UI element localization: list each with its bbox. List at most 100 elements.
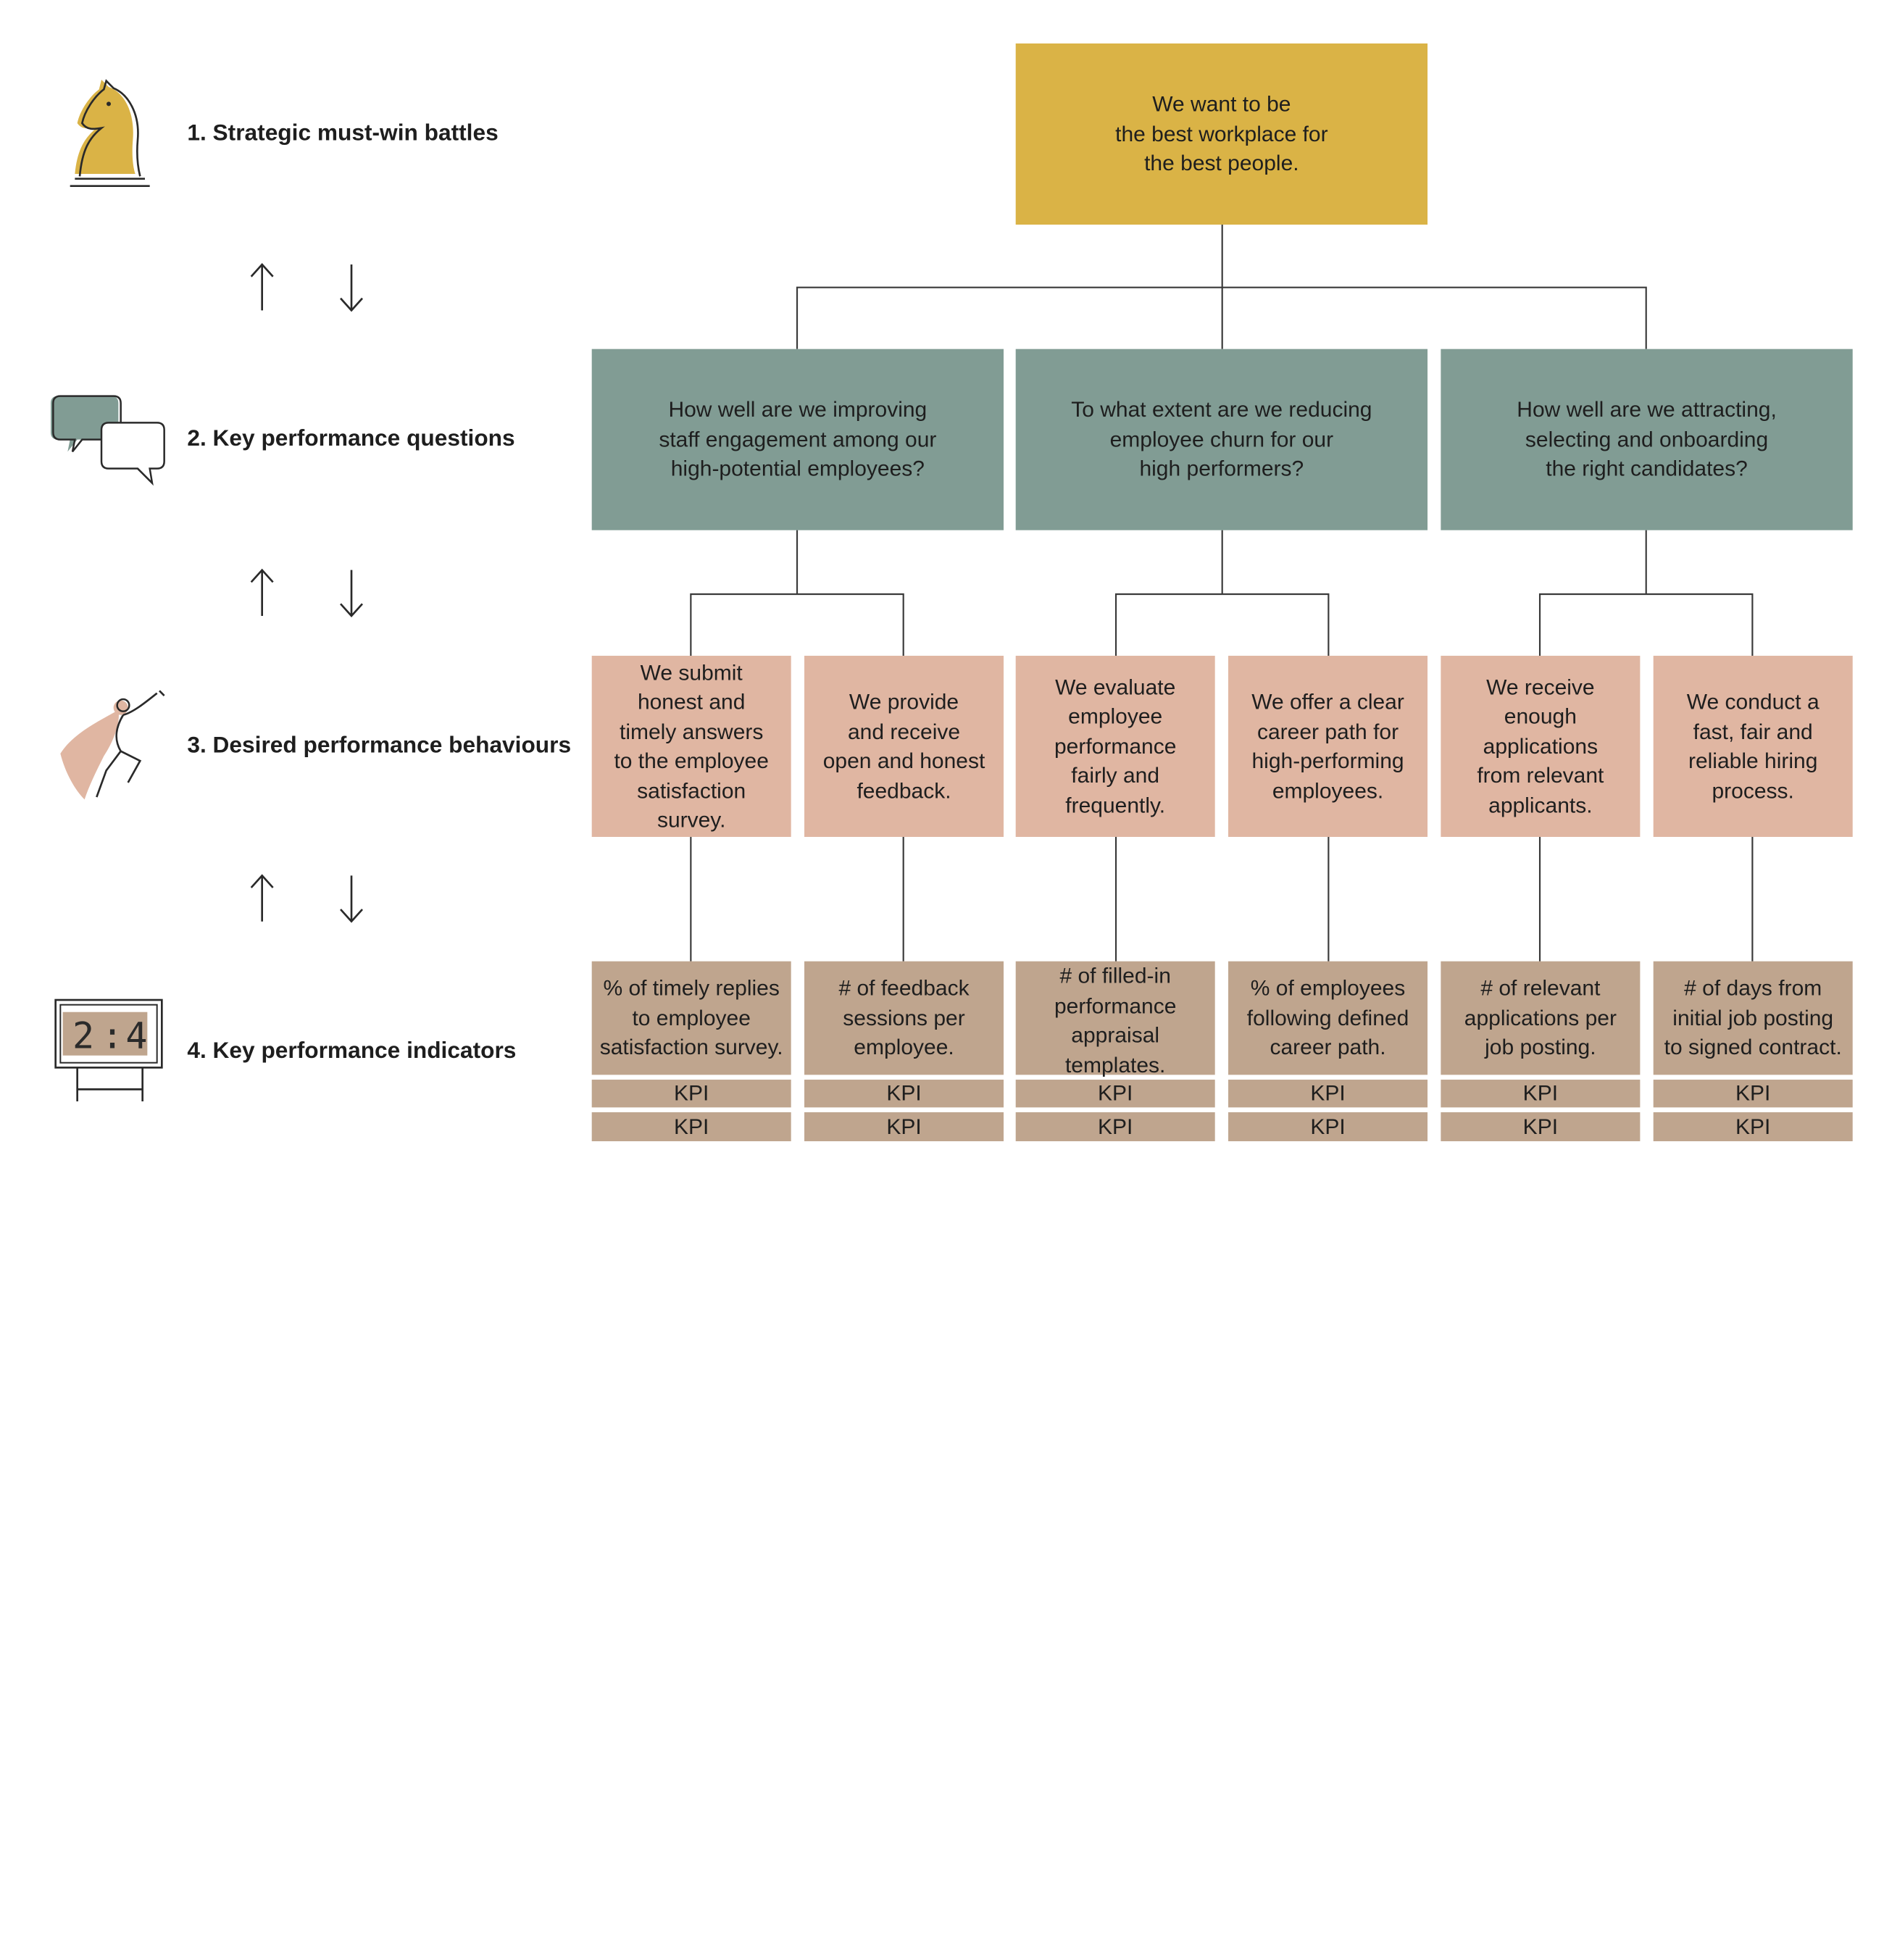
indicator-line: % of timely replies [603, 976, 780, 1001]
up-arrow-icon [250, 874, 274, 922]
kpi-cell: KPI [1015, 1112, 1215, 1142]
level-1-label: 1. Strategic must-win battles [187, 120, 499, 146]
behaviour-line: career path for [1256, 719, 1399, 743]
level-4-label: 4. Key performance indicators [187, 1038, 517, 1064]
question-line: How well are we attracting, [1517, 397, 1777, 422]
indicator-box: % of timely replies to employee satisfac… [591, 961, 791, 1075]
question-line: How well are we improving [668, 397, 928, 422]
goal-line: the best people. [1144, 151, 1299, 176]
indicator-line: applications per [1464, 1005, 1617, 1030]
indicator-line: job posting. [1485, 1035, 1596, 1060]
behaviour-line: applicants. [1488, 793, 1593, 817]
behaviour-line: employee [1068, 704, 1163, 729]
behaviour-line: to the employee [614, 748, 769, 773]
chess-knight-icon [49, 75, 170, 196]
behaviour-line: open and honest [822, 748, 985, 773]
goal-line: We want to be [1152, 92, 1291, 117]
kpi-cell: KPI [1653, 1112, 1853, 1142]
kpi-framework-diagram: 1. Strategic must-win battles 2. Key per… [49, 43, 1853, 1142]
arrows-1-2 [241, 259, 374, 317]
question-line: high-potential employees? [670, 456, 925, 481]
indicator-line: # of relevant [1480, 976, 1601, 1001]
kpi-cell: KPI [591, 1112, 791, 1142]
level-2-label: 2. Key performance questions [187, 426, 515, 452]
question-line: high performers? [1139, 456, 1304, 481]
question-box: To what extent are we reducing employee … [1015, 349, 1428, 530]
behaviour-line: fairly and [1071, 763, 1160, 788]
up-arrow-icon [250, 568, 274, 617]
kpi-cell: KPI [804, 1112, 1004, 1142]
kpi-cell: KPI [804, 1080, 1004, 1108]
behaviour-line: timely answers [619, 719, 764, 743]
arrows-2-3 [241, 565, 374, 623]
indicator-line: appraisal [1071, 1022, 1160, 1048]
question-line: To what extent are we reducing [1071, 397, 1372, 422]
behaviour-line: satisfaction [637, 778, 746, 803]
indicator-box: # of feedback sessions per employee. [804, 961, 1004, 1075]
behaviour-line: from relevant [1477, 763, 1604, 788]
scoreboard-right: 4 [125, 1015, 147, 1057]
indicator-line: % of employees [1250, 976, 1406, 1001]
behaviour-line: We provide [849, 689, 959, 714]
kpi-cell: KPI [1228, 1080, 1428, 1108]
behaviour-line: and receive [847, 719, 961, 743]
speech-bubbles-icon [49, 386, 170, 507]
indicator-line: career path. [1270, 1035, 1386, 1060]
indicator-line: sessions per [843, 1005, 965, 1030]
indicator-line: templates. [1064, 1052, 1166, 1077]
question-line: selecting and onboarding [1525, 427, 1769, 451]
indicator-line: to signed contract. [1664, 1035, 1842, 1060]
indicator-box: % of employees following defined career … [1228, 961, 1428, 1075]
behaviour-line: process. [1712, 778, 1794, 803]
behaviour-line: honest and [637, 689, 746, 714]
indicator-box: # of days from initial job posting to si… [1653, 961, 1853, 1075]
goal-box: We want to be the best workplace for the… [1015, 43, 1428, 225]
scoreboard-left: 2 [72, 1015, 94, 1057]
behaviour-line: fast, fair and [1693, 719, 1813, 743]
indicator-line: employee. [854, 1035, 954, 1060]
behaviour-box: We provide and receive open and honest f… [804, 656, 1004, 838]
kpi-cell: KPI [1441, 1112, 1641, 1142]
level-3-label: 3. Desired performance behaviours [187, 733, 572, 759]
indicator-line: initial job posting [1672, 1005, 1834, 1030]
behaviour-line: frequently. [1065, 793, 1166, 817]
scoreboard-icon: 2 : 4 [49, 993, 170, 1114]
indicator-line: performance [1054, 993, 1177, 1018]
kpi-cell: KPI [591, 1080, 791, 1108]
behaviour-box: We evaluate employee performance fairly … [1015, 656, 1215, 838]
down-arrow-icon [340, 264, 364, 312]
behaviour-line: We conduct a [1686, 689, 1820, 714]
behaviour-box: We offer a clear career path for high-pe… [1228, 656, 1428, 838]
indicator-line: # of days from [1684, 976, 1822, 1001]
behaviour-line: high-performing [1251, 748, 1404, 773]
behaviour-line: performance [1054, 733, 1177, 759]
behaviour-line: We evaluate [1055, 675, 1176, 699]
goal-line: the best workplace for [1115, 121, 1328, 146]
superhero-icon [49, 686, 170, 807]
kpi-cell: KPI [1441, 1080, 1641, 1108]
behaviour-line: reliable hiring [1688, 748, 1818, 773]
down-arrow-icon [340, 875, 364, 923]
arrows-3-4 [241, 871, 374, 929]
indicator-box: # of relevant applications per job posti… [1441, 961, 1641, 1075]
indicator-line: satisfaction survey. [599, 1035, 783, 1060]
behaviour-line: We offer a clear [1251, 689, 1404, 714]
question-box: How well are we attracting, selecting an… [1441, 349, 1853, 530]
indicator-box: # of filled-in performance appraisal tem… [1015, 961, 1215, 1077]
kpi-cell: KPI [1228, 1112, 1428, 1142]
behaviour-line: survey. [657, 808, 726, 833]
indicator-line: following defined [1246, 1005, 1409, 1030]
question-line: staff engagement among our [659, 427, 937, 451]
kpi-cell: KPI [1015, 1080, 1215, 1108]
scoreboard-sep: : [101, 1015, 123, 1057]
indicator-line: to employee [632, 1005, 751, 1030]
behaviour-line: enough [1504, 704, 1577, 729]
question-line: the right candidates? [1546, 456, 1748, 481]
behaviour-line: applications [1483, 733, 1599, 759]
behaviour-line: feedback. [856, 778, 951, 803]
behaviour-line: employees. [1272, 778, 1384, 803]
down-arrow-icon [340, 570, 364, 618]
indicator-line: # of filled-in [1059, 964, 1171, 988]
behaviour-box: We receive enough applications from rele… [1441, 656, 1641, 838]
kpi-cell: KPI [1653, 1080, 1853, 1108]
